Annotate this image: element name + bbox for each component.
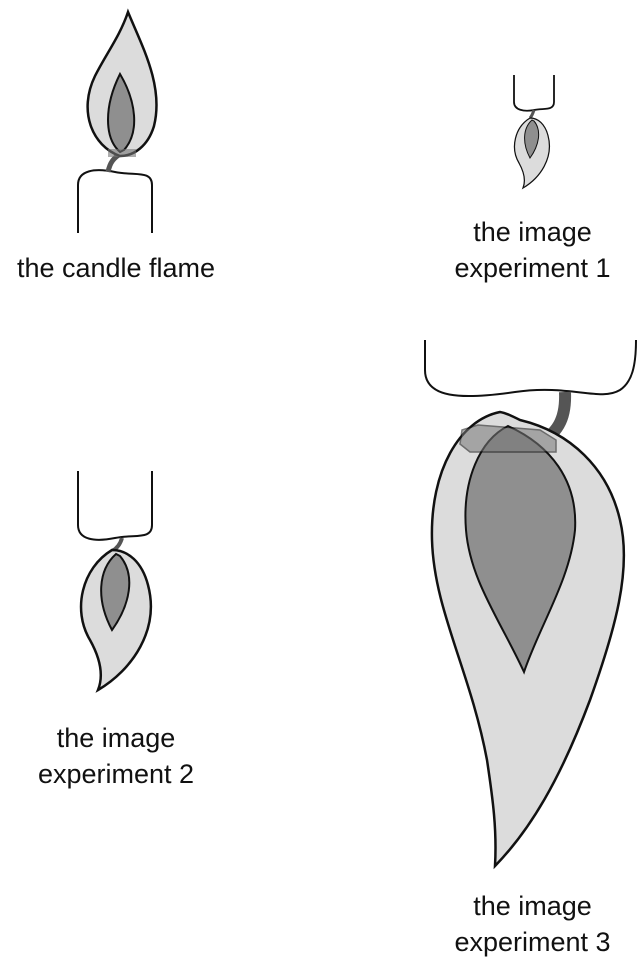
caption-experiment1: the image experiment 1 (430, 214, 635, 286)
experiment3-illustration (425, 340, 636, 866)
caption-experiment2: the image experiment 2 (10, 720, 222, 792)
caption-experiment3: the image experiment 3 (430, 888, 635, 960)
caption-line: the candle flame (0, 250, 232, 286)
candle-body (78, 170, 152, 233)
candle-body-inverted (514, 75, 554, 111)
caption-line: experiment 3 (430, 924, 635, 960)
candle-body-inverted (425, 340, 636, 396)
experiment2-illustration (78, 471, 152, 690)
caption-line: the image (430, 888, 635, 924)
wick-glow (108, 149, 136, 157)
caption-line: the image (10, 720, 222, 756)
caption-line: experiment 1 (430, 250, 635, 286)
candle-body-inverted (78, 471, 152, 540)
caption-candle-flame: the candle flame (0, 250, 232, 286)
candle-illustration (78, 12, 157, 233)
caption-line: the image (430, 214, 635, 250)
caption-line: experiment 2 (10, 756, 222, 792)
experiment1-illustration (514, 75, 554, 188)
